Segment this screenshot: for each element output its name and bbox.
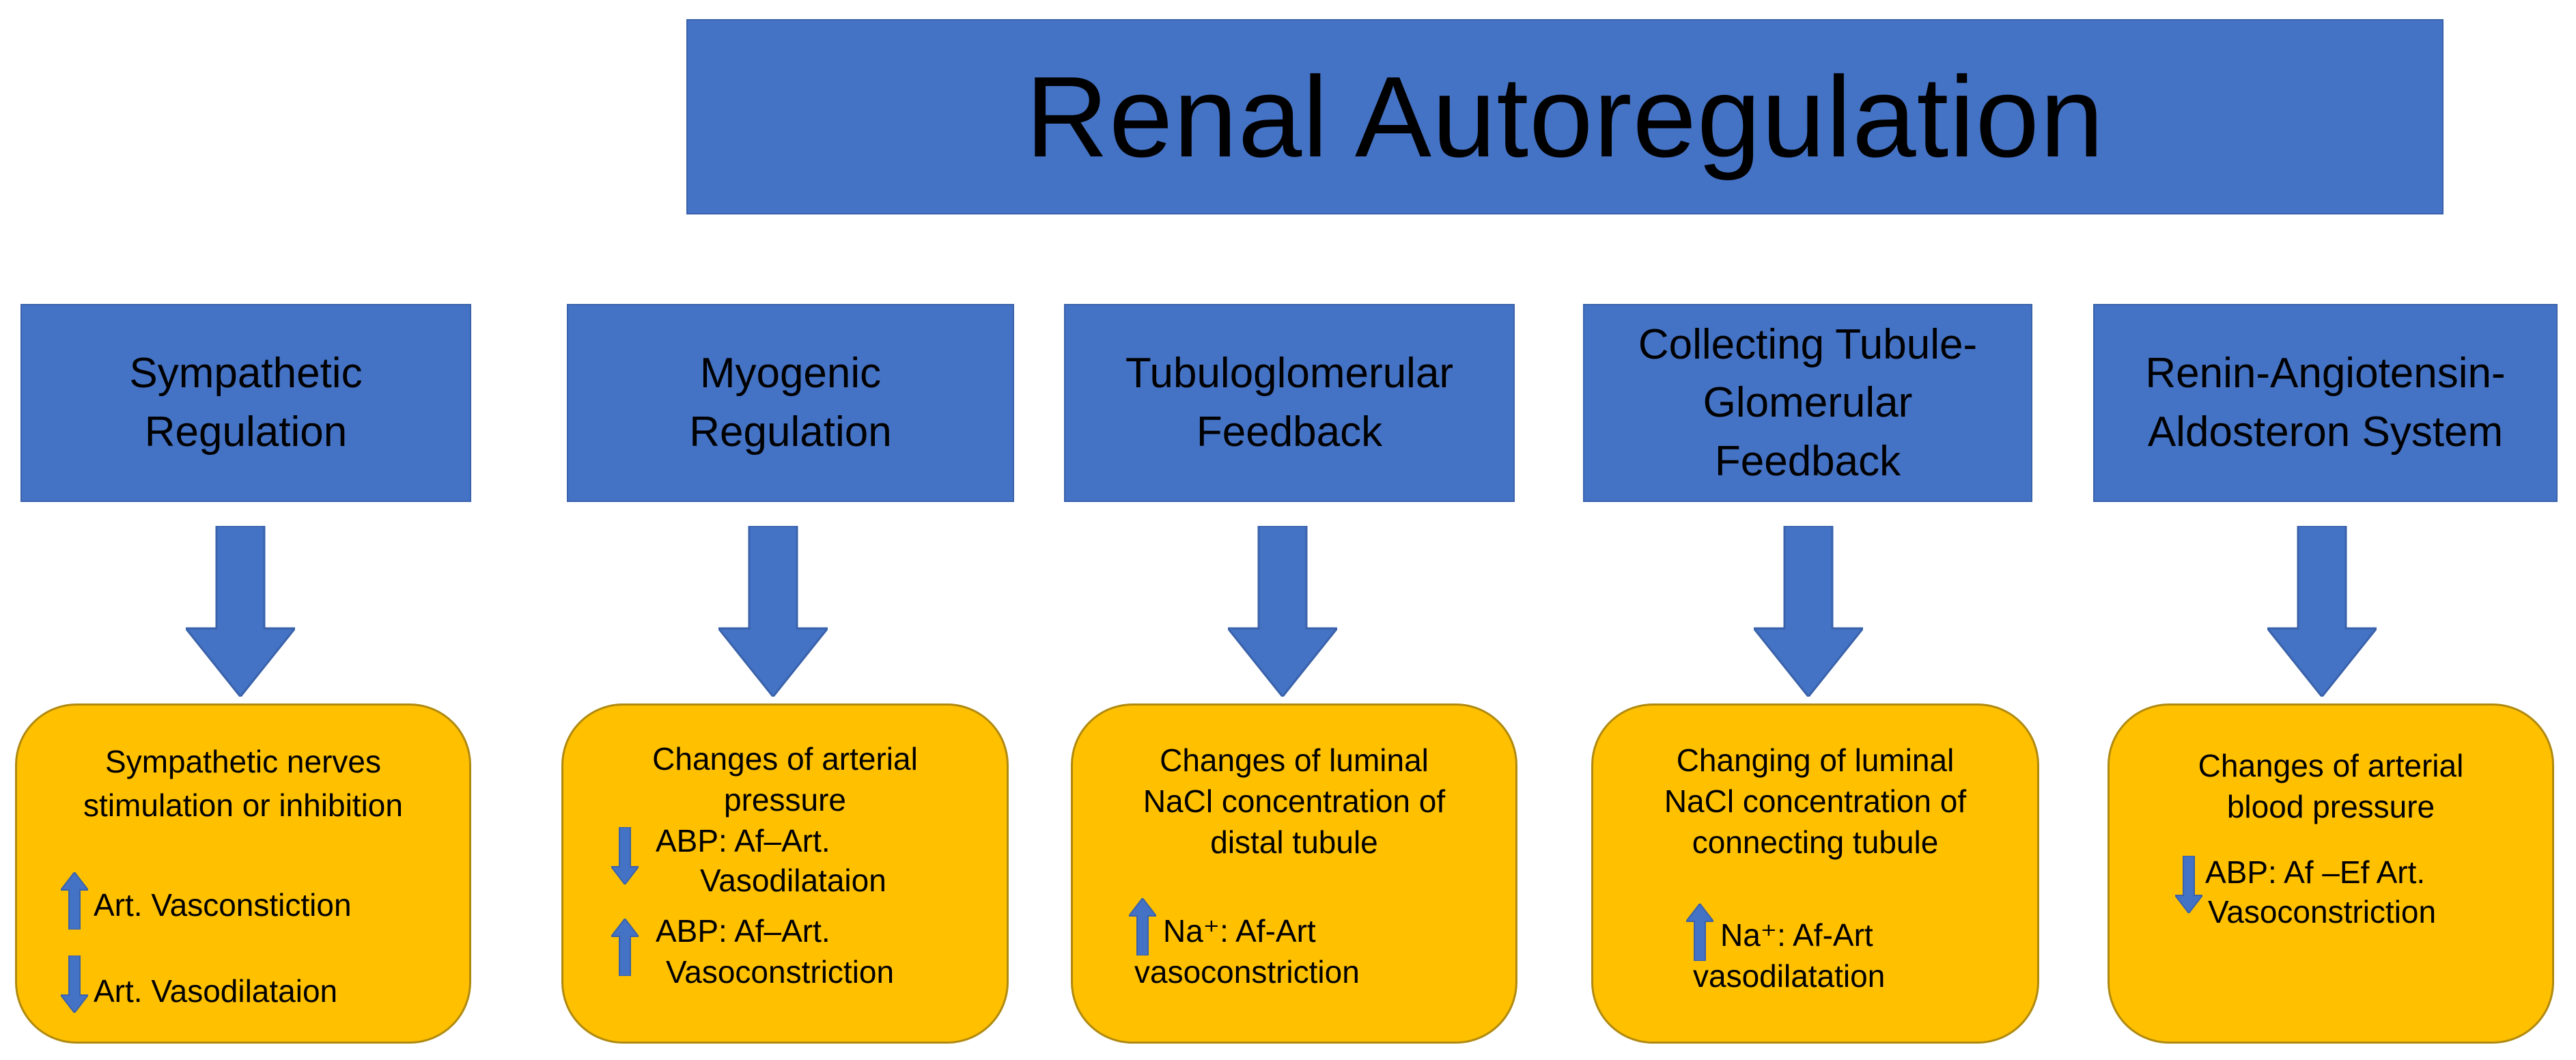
detail-line: ABP: Af –Ef Art. <box>2205 854 2426 890</box>
down-arrow-icon <box>61 956 88 1013</box>
detail-line: ABP: Af–Art. <box>656 823 830 859</box>
category-box-sympathetic: Sympathetic Regulation <box>20 304 471 502</box>
category-box-raas: Renin-Angiotensin- Aldosteron System <box>2093 304 2558 502</box>
category-box-tubuloglomerular: Tubuloglomerular Feedback <box>1064 304 1515 502</box>
detail-line: Vasoconstriction <box>666 954 895 990</box>
category-title-line: Tubuloglomerular <box>1125 350 1454 398</box>
detail-line: Na⁺: Af-Art <box>1163 913 1316 949</box>
category-title-line: Renin-Angiotensin- <box>2145 350 2506 398</box>
detail-line: blood pressure <box>2226 789 2435 824</box>
category-title-line: Feedback <box>1196 408 1383 456</box>
detail-line: Art. Vasodilataion <box>94 973 338 1009</box>
title-box: Renal Autoregulation <box>686 19 2444 214</box>
category-title-line: Collecting Tubule- <box>1638 320 1978 368</box>
detail-line: Na⁺: Af-Art <box>1720 917 1873 953</box>
detail-line: vasodilatation <box>1693 958 1886 994</box>
detail-line: connecting tubule <box>1692 824 1939 860</box>
detail-box-tubuloglomerular: Changes of luminal NaCl concentration of… <box>1071 703 1517 1044</box>
detail-line: Vasodilataion <box>700 863 886 898</box>
category-title-line: Regulation <box>144 408 348 456</box>
detail-box-sympathetic: Sympathetic nerves stimulation or inhibi… <box>15 703 471 1044</box>
down-arrow-icon <box>1754 526 1863 697</box>
detail-box-myogenic: Changes of arterial pressure ABP: Af–Art… <box>561 703 1009 1044</box>
detail-box-collecting-tubule: Changing of luminal NaCl concentration o… <box>1591 703 2039 1044</box>
detail-line: NaCl concentration of <box>1143 783 1446 819</box>
category-title-line: Regulation <box>689 408 892 456</box>
detail-line: Vasoconstriction <box>2208 894 2437 930</box>
detail-line: ABP: Af–Art. <box>656 913 830 949</box>
down-arrow-icon <box>2175 856 2202 913</box>
up-arrow-icon <box>61 872 88 930</box>
detail-line: pressure <box>724 782 846 818</box>
up-arrow-icon <box>1686 904 1713 961</box>
down-arrow-icon <box>1228 526 1337 697</box>
category-title-line: Aldosteron System <box>2147 408 2504 456</box>
down-arrow-icon <box>186 526 295 697</box>
category-title-line: Feedback <box>1714 437 1901 485</box>
down-arrow-icon <box>718 526 828 697</box>
detail-line: Changes of luminal <box>1160 742 1429 778</box>
down-arrow-icon <box>2267 526 2377 697</box>
detail-box-raas: Changes of arterial blood pressure ABP: … <box>2108 703 2554 1044</box>
category-title-line: Myogenic <box>699 350 882 398</box>
detail-line: Sympathetic nerves <box>105 744 381 779</box>
category-title-line: Sympathetic <box>129 350 363 398</box>
detail-line: Changes of arterial <box>2198 748 2464 783</box>
detail-line: Art. Vasconstiction <box>94 887 352 923</box>
category-title-line: Glomerular <box>1703 379 1913 427</box>
detail-line: Changing of luminal <box>1676 742 1955 778</box>
detail-line: Changes of arterial <box>652 741 918 777</box>
detail-line: NaCl concentration of <box>1664 783 1967 819</box>
down-arrow-icon <box>611 827 639 884</box>
category-box-collecting-tubule: Collecting Tubule- Glomerular Feedback <box>1583 304 2032 502</box>
diagram-title: Renal Autoregulation <box>1025 52 2105 181</box>
up-arrow-icon <box>611 919 639 976</box>
detail-line: distal tubule <box>1210 824 1378 860</box>
category-box-myogenic: Myogenic Regulation <box>567 304 1014 502</box>
detail-line: stimulation or inhibition <box>83 787 403 823</box>
detail-line: vasoconstriction <box>1134 954 1360 990</box>
up-arrow-icon <box>1129 898 1156 956</box>
